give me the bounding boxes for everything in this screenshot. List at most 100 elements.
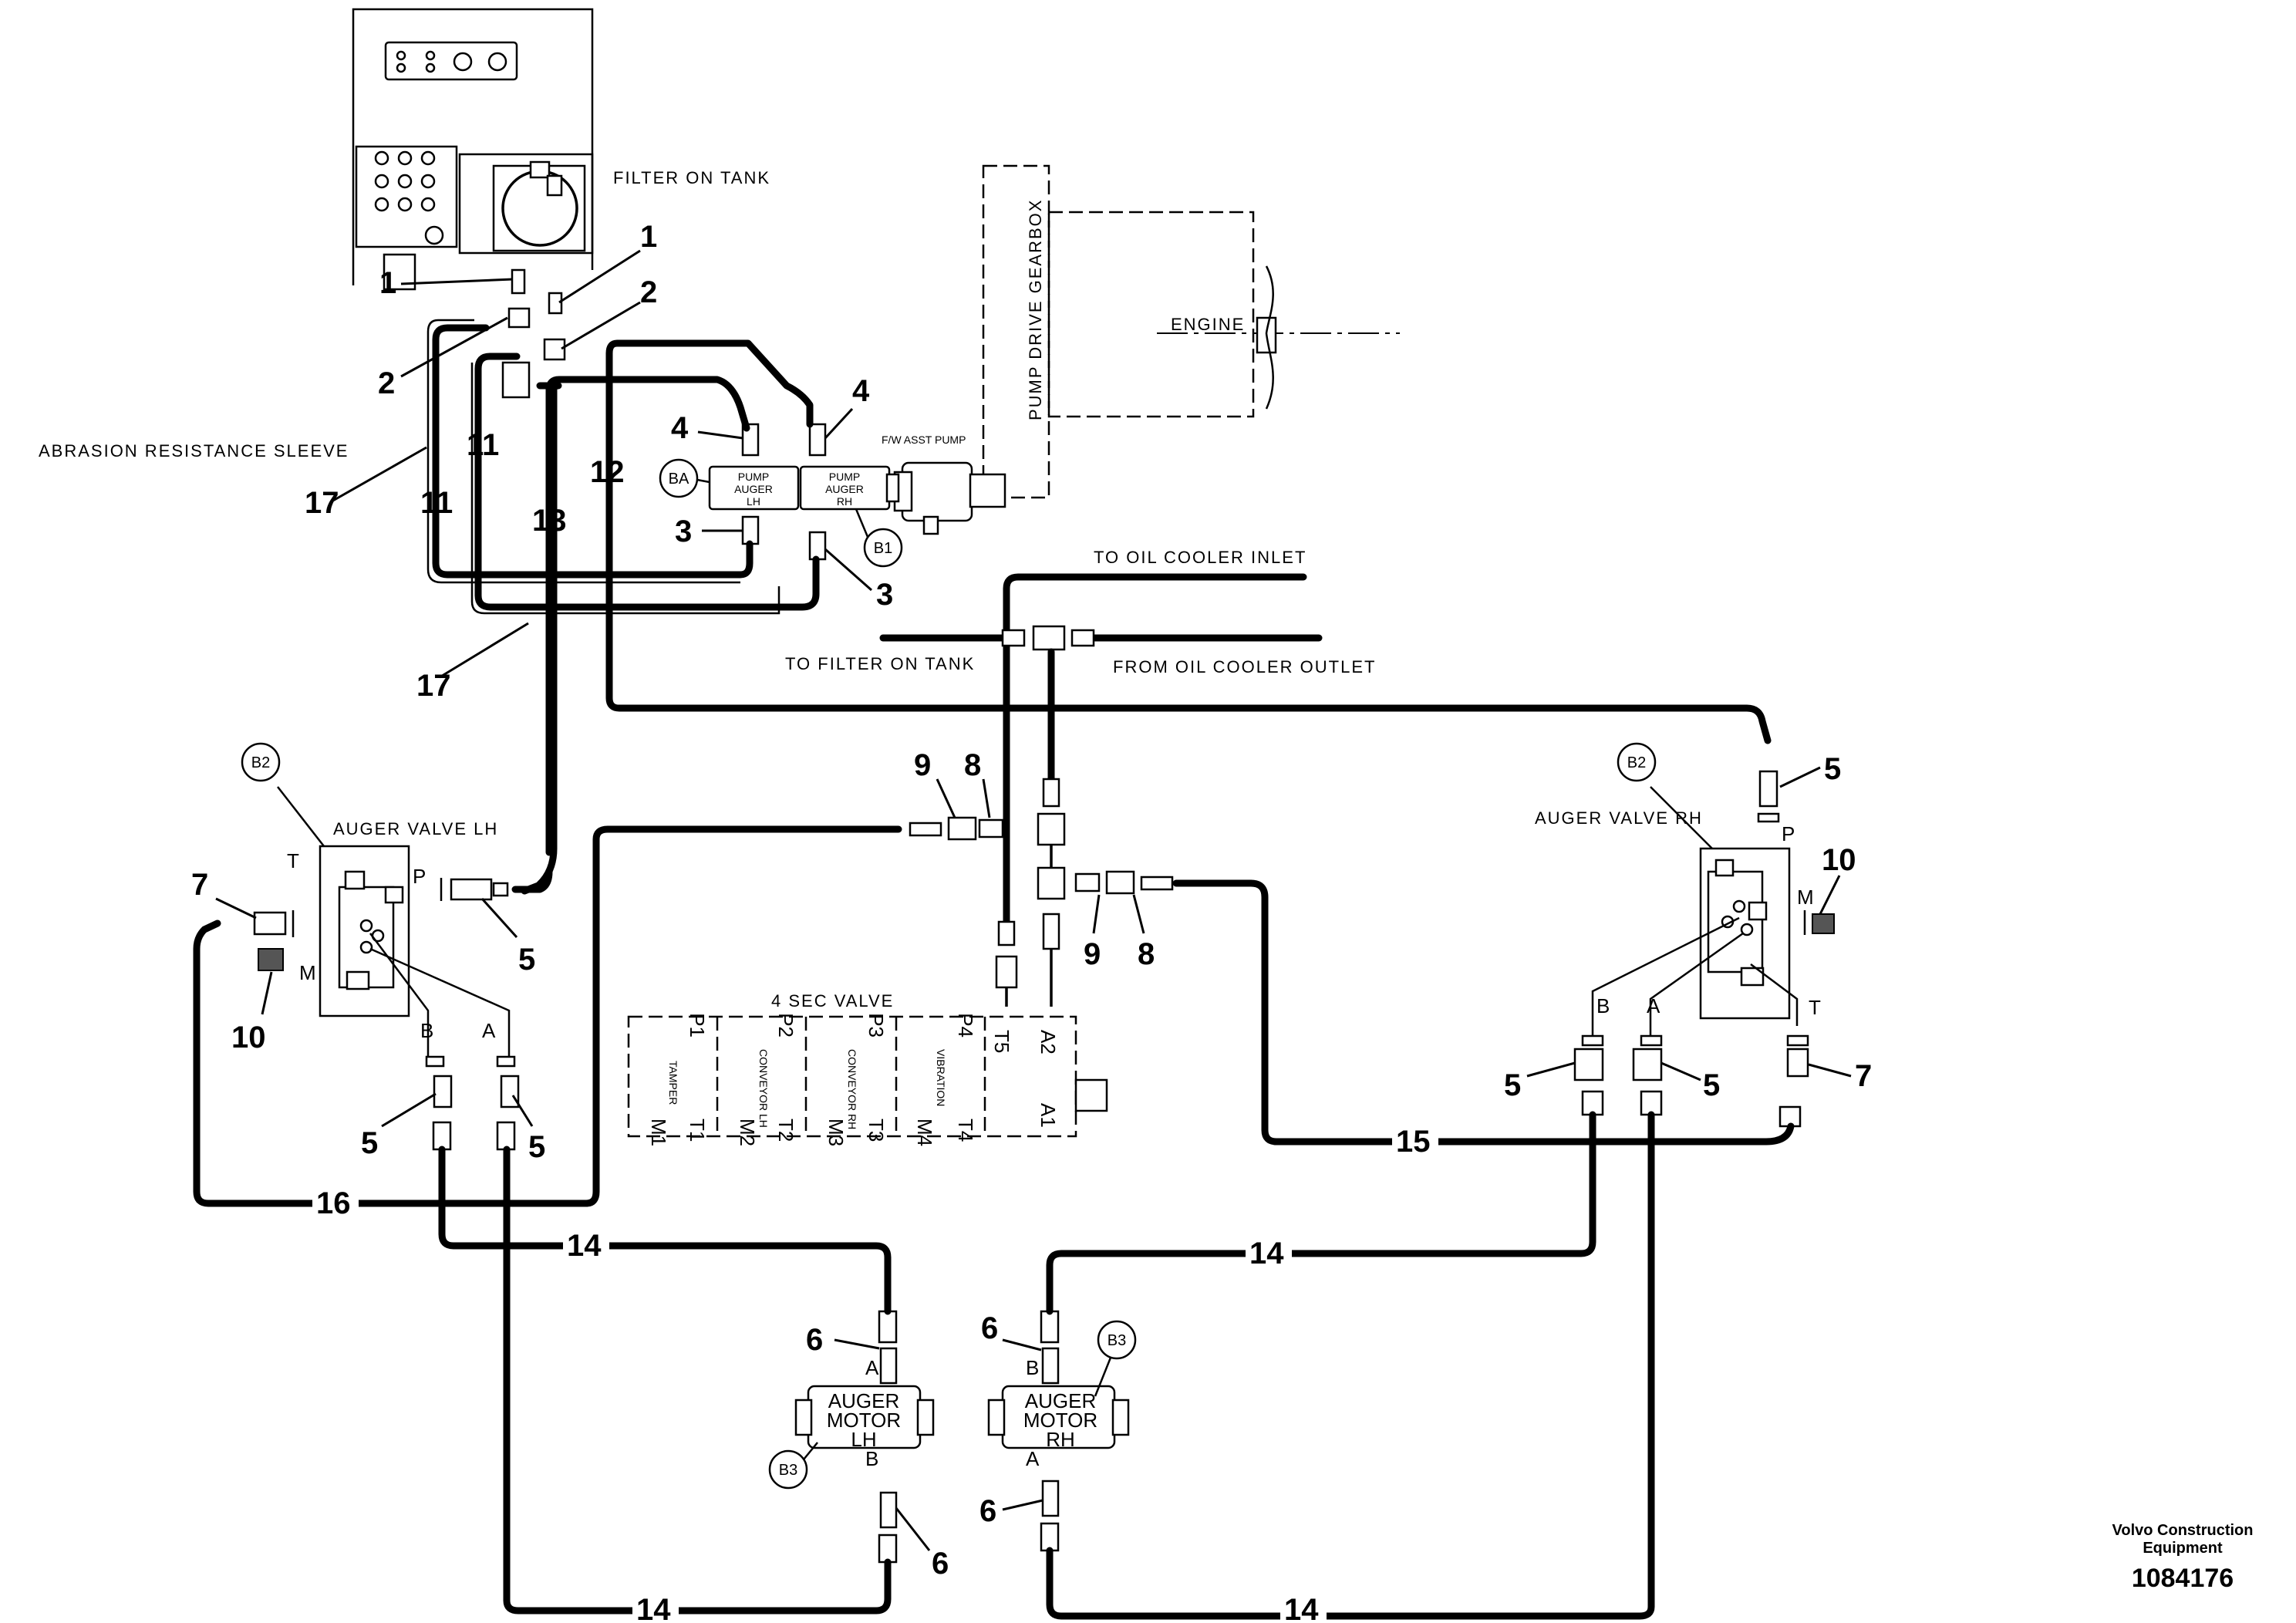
svg-text:B2: B2 xyxy=(1627,754,1646,771)
svg-text:2: 2 xyxy=(378,366,395,400)
engine-label: ENGINE xyxy=(1171,315,1245,334)
hose-14-lh-b xyxy=(438,1146,892,1315)
svg-text:T1: T1 xyxy=(686,1119,709,1142)
engine-assembly: ENGINE PUMP DRIVE GEARBOX xyxy=(982,164,1400,499)
from-oil-cooler-outlet-label: FROM OIL COOLER OUTLET xyxy=(1113,657,1376,677)
svg-text:4: 4 xyxy=(671,411,689,445)
svg-text:MOTOR: MOTOR xyxy=(1023,1409,1097,1432)
auger-valve-lh: AUGER VALVE LH T P M B A xyxy=(253,786,520,1151)
svg-text:7: 7 xyxy=(1855,1059,1872,1093)
svg-text:M: M xyxy=(1797,886,1814,909)
svg-text:10: 10 xyxy=(1822,843,1856,877)
hose-16 xyxy=(193,825,902,1207)
svg-text:14: 14 xyxy=(567,1229,602,1263)
svg-text:B3: B3 xyxy=(1108,1332,1126,1349)
svg-text:M3: M3 xyxy=(824,1119,848,1146)
svg-text:5: 5 xyxy=(1824,752,1841,786)
svg-text:P2: P2 xyxy=(774,1013,797,1038)
four-sec-valve-label: 4 SEC VALVE xyxy=(771,991,894,1011)
company-name-line1: Volvo Construction xyxy=(2112,1522,2254,1539)
svg-text:A: A xyxy=(1647,994,1660,1017)
bubble-b2-rh: B2 xyxy=(1617,742,1657,782)
center-fittings xyxy=(909,778,1174,1007)
to-oil-cooler-inlet-label: TO OIL COOLER INLET xyxy=(1094,548,1306,567)
svg-text:B2: B2 xyxy=(251,754,270,771)
svg-text:T5: T5 xyxy=(990,1030,1013,1053)
svg-text:M1: M1 xyxy=(647,1119,670,1146)
svg-text:8: 8 xyxy=(1138,937,1155,971)
svg-text:T2: T2 xyxy=(774,1119,797,1142)
callouts: 1 1 2 2 4 4 3 3 17 17 11 11 12 13 9 8 9 … xyxy=(191,220,1872,1581)
title-block: Volvo Construction Equipment 1084176 xyxy=(2112,1522,2254,1593)
hydraulic-tank: FILTER ON TANK xyxy=(352,8,769,291)
tank-gauge-cluster xyxy=(374,50,507,212)
four-section-valve: 4 SEC VALVE P1 TAMPER M1 T1 P2 CONVEYOR … xyxy=(627,991,1108,1146)
svg-text:16: 16 xyxy=(316,1186,351,1220)
svg-text:LH: LH xyxy=(747,495,760,508)
bubble-b2-lh: B2 xyxy=(241,742,281,782)
svg-text:M: M xyxy=(299,961,316,984)
svg-text:14: 14 xyxy=(1284,1593,1319,1623)
tank-outlet-fittings xyxy=(501,268,566,399)
svg-text:P: P xyxy=(1782,822,1795,845)
svg-text:AUGER: AUGER xyxy=(734,483,773,495)
abrasion-sleeve-callout: ABRASION RESISTANCE SLEEVE xyxy=(39,441,347,461)
svg-text:5: 5 xyxy=(361,1126,378,1160)
svg-text:AUGER: AUGER xyxy=(828,1389,899,1412)
svg-text:A1: A1 xyxy=(1037,1103,1060,1128)
bubble-b1: B1 xyxy=(855,508,903,568)
hose-13-lh-connect xyxy=(511,868,553,893)
svg-text:5: 5 xyxy=(528,1130,545,1164)
to-filter-on-tank-label: TO FILTER ON TANK xyxy=(785,654,975,673)
svg-text:6: 6 xyxy=(932,1547,949,1581)
svg-text:10: 10 xyxy=(231,1021,266,1054)
svg-text:1: 1 xyxy=(640,220,657,254)
fw-asst-pump-label: F/W ASST PUMP xyxy=(882,434,966,446)
svg-text:P: P xyxy=(413,865,426,888)
hose-14-lh-a xyxy=(503,1146,892,1615)
bubble-ba: BA xyxy=(659,458,710,498)
oil-cooler-lines: TO OIL COOLER INLET TO FILTER ON TANK FR… xyxy=(785,548,1376,937)
hose-13 xyxy=(521,382,562,895)
svg-text:6: 6 xyxy=(981,1311,998,1345)
bubble-b3-lh: B3 xyxy=(768,1442,818,1490)
svg-text:11: 11 xyxy=(420,486,453,520)
svg-text:A: A xyxy=(1026,1447,1040,1470)
svg-text:T: T xyxy=(287,849,299,872)
svg-text:B3: B3 xyxy=(779,1462,797,1479)
svg-text:BA: BA xyxy=(669,471,689,488)
svg-text:15: 15 xyxy=(1396,1125,1431,1159)
svg-text:9: 9 xyxy=(1084,937,1101,971)
svg-text:2: 2 xyxy=(640,275,657,309)
svg-text:3: 3 xyxy=(876,578,893,612)
svg-text:A: A xyxy=(865,1356,879,1379)
svg-text:B: B xyxy=(1596,994,1610,1017)
svg-text:MOTOR: MOTOR xyxy=(827,1409,901,1432)
svg-text:RH: RH xyxy=(837,495,852,508)
svg-text:T4: T4 xyxy=(954,1119,977,1142)
svg-text:14: 14 xyxy=(1249,1237,1284,1270)
svg-text:LH: LH xyxy=(851,1428,876,1451)
svg-text:P1: P1 xyxy=(686,1013,709,1038)
svg-text:AUGER: AUGER xyxy=(1025,1389,1096,1412)
auger-valve-lh-label: AUGER VALVE LH xyxy=(333,819,498,838)
svg-text:8: 8 xyxy=(964,748,981,782)
svg-text:T3: T3 xyxy=(865,1119,888,1142)
svg-text:9: 9 xyxy=(914,748,931,782)
auger-motor-rh: AUGER MOTOR RH B A xyxy=(987,1310,1130,1552)
svg-text:7: 7 xyxy=(191,868,208,902)
svg-text:PUMP: PUMP xyxy=(829,471,860,483)
svg-text:M2: M2 xyxy=(736,1119,759,1146)
svg-text:VIBRATION: VIBRATION xyxy=(935,1049,947,1106)
hose-12 xyxy=(605,339,1772,744)
hose-14-rh-b xyxy=(1046,1111,1596,1315)
pump-fittings xyxy=(741,423,900,561)
pump-auger-rh: PUMP AUGER RH xyxy=(799,465,891,511)
svg-text:A2: A2 xyxy=(1037,1030,1060,1054)
company-name-line2: Equipment xyxy=(2143,1540,2223,1557)
svg-text:14: 14 xyxy=(636,1593,671,1623)
hose-11-17 xyxy=(426,319,820,615)
bubble-b3-rh: B3 xyxy=(1094,1320,1137,1397)
svg-text:B: B xyxy=(865,1447,878,1470)
